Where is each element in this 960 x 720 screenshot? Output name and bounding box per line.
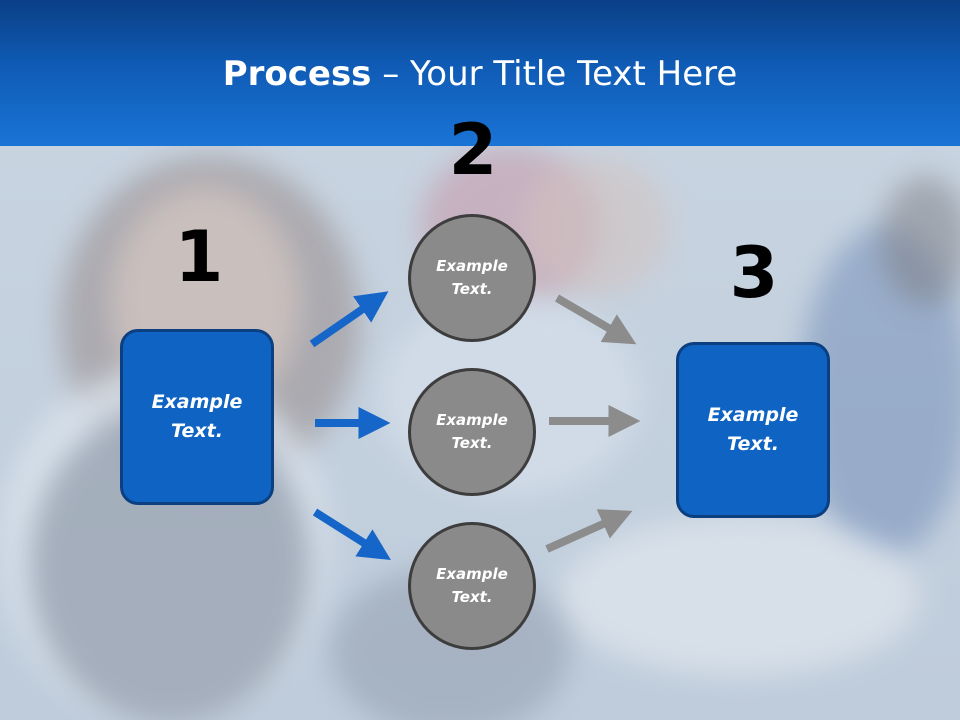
arrow-bottom-circle-to-box xyxy=(545,509,633,553)
middle-circle[interactable]: Example Text. xyxy=(408,368,536,496)
arrow-box-to-top-circle xyxy=(309,291,389,348)
arrow-top-circle-to-box xyxy=(554,294,637,345)
title-bold: Process xyxy=(222,54,372,94)
bottom-circle-text: Example Text. xyxy=(436,565,508,606)
top-circle-text: Example Text. xyxy=(436,257,508,298)
step-number-2: 2 xyxy=(448,109,498,191)
right-process-box[interactable]: Example Text. xyxy=(676,342,830,518)
top-circle[interactable]: Example Text. xyxy=(408,214,536,342)
bottom-circle[interactable]: Example Text. xyxy=(408,522,536,650)
title-rest: – Your Title Text Here xyxy=(371,54,738,94)
left-process-box[interactable]: Example Text. xyxy=(120,329,274,505)
right-box-text: Example Text. xyxy=(707,404,799,455)
step-number-3: 3 xyxy=(729,232,779,314)
title-bar xyxy=(0,0,960,146)
left-box-text: Example Text. xyxy=(151,391,243,442)
step-number-1: 1 xyxy=(174,216,224,298)
middle-circle-text: Example Text. xyxy=(436,411,508,452)
arrow-box-to-bottom-circle xyxy=(312,508,391,560)
slide-title: Process – Your Title Text Here xyxy=(0,52,960,96)
